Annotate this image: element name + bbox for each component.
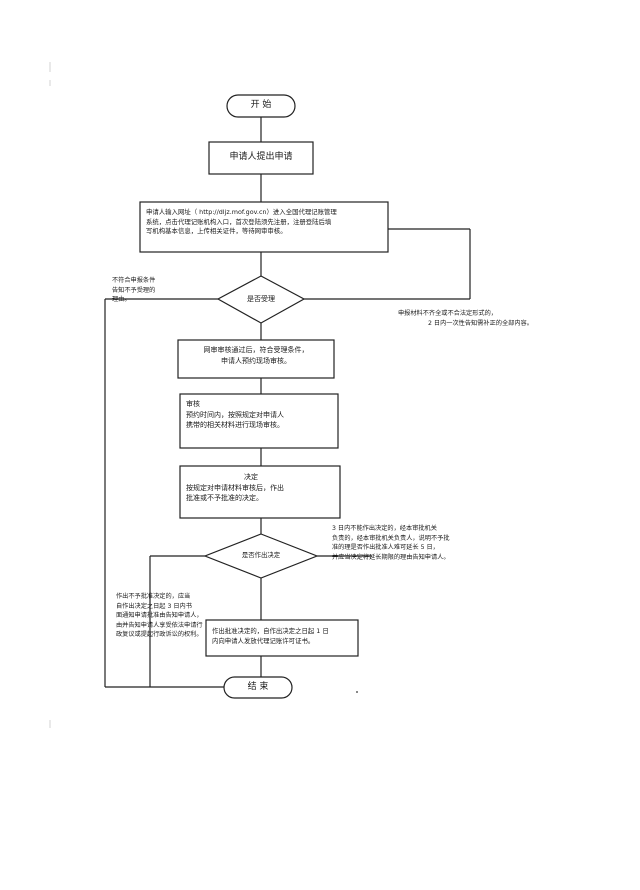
note-incomplete-line: 2 日内一次性告知需补正的全部内容。	[428, 319, 533, 327]
made-decision-node: 是否作出决定	[221, 551, 301, 561]
note-not-approved-line: 作出不予批准决定的，应当	[116, 593, 191, 600]
online-passed-line: 申请人预约现场审核。	[221, 356, 291, 365]
approved-node: 作出批准决定的，自作出决定之日起 1 日 内向申请人发放代理记账许可证书。	[212, 627, 358, 646]
review-line: 携带的相关材料进行现场审核。	[186, 421, 284, 429]
note-not-approved-line: 自作出决定之日起 3 日内书	[116, 602, 192, 610]
note-incomplete-line: 申报材料不齐全或不合法定形式的，	[398, 310, 497, 317]
note-reject-line: 告知不予受理的	[112, 286, 156, 294]
end-label: 结 束	[247, 682, 269, 692]
note-extension-line: 并应当决定将延长期限的理由告知申请人。	[332, 553, 450, 561]
note-incomplete: 申报材料不齐全或不合法定形式的， 2 日内一次性告知需补正的全部内容。	[398, 309, 568, 328]
review-node: 审核 预约时间内，按照规定对申请人 携带的相关材料进行现场审核。	[186, 399, 336, 431]
approved-node-shape	[205, 619, 359, 657]
approved-line: 作出批准决定的，自作出决定之日起 1 日	[212, 627, 329, 635]
review-line: 预约时间内，按照规定对申请人	[186, 410, 284, 419]
start-label: 开 始	[250, 100, 272, 110]
submit-node: 申请人提出申请	[209, 151, 313, 165]
online-input-line: 写机构基本信息，上传相关证件，等待网审审核。	[146, 227, 287, 236]
online-passed-line: 网审审核通过后，符合受理条件，	[203, 346, 309, 354]
note-reject-line: 理由。	[112, 296, 131, 304]
note-reject: 不符合申报条件 告知不予受理的 理由。	[112, 276, 192, 305]
accept-decision-label: 是否受理	[247, 295, 275, 303]
end-node-shape	[223, 676, 293, 699]
online-input-node-shape	[139, 201, 389, 253]
note-extension-line: 负责的，经本审批机关负责人，说明不予批	[332, 534, 450, 542]
online-input-node: 申请人输入网址（ http://dljz.mof.gov.cn）进入全国代理记账…	[146, 208, 386, 237]
submit-label: 申请人提出申请	[229, 152, 293, 162]
note-extension: 3 日内不能作出决定的，经本审批机关 负责的，经本审批机关负责人，说明不予批 准…	[332, 524, 482, 562]
online-passed-node-shape	[177, 339, 335, 379]
end-node: 结 束	[224, 681, 292, 695]
start-node: 开 始	[227, 99, 295, 113]
note-not-approved-line: 由并告知申请人享受依法申请行	[116, 621, 203, 629]
note-reject-line: 不符合申报条件	[112, 277, 156, 284]
decide-line: 按规定对申请材料审核后，作出	[186, 483, 284, 492]
note-not-approved-line: 面通知申请批准由告知申请人，	[116, 612, 203, 620]
scan-dot	[356, 691, 358, 693]
online-input-line: 系统，点击代理记账机构入口，首次登陆须先注册，注册登陆后填	[146, 217, 332, 226]
review-node-shape	[179, 393, 339, 449]
note-extension-line: 准的理是否作出批准人难可延长 5 日，	[332, 544, 439, 552]
online-input-line: 申请人输入网址（ http://dljz.mof.gov.cn）进入全国代理记账…	[146, 208, 337, 216]
decide-line: 批准或不予批准的决定。	[186, 494, 263, 502]
online-passed-node: 网审审核通过后，符合受理条件， 申请人预约现场审核。	[178, 345, 334, 366]
note-not-approved-line: 政复议或提起行政诉讼的权利。	[116, 631, 203, 639]
decide-heading: 决定	[244, 473, 258, 481]
decide-node: 决定 按规定对申请材料审核后，作出 批准或不予批准的决定。	[186, 472, 338, 504]
note-extension-line: 3 日内不能作出决定的，经本审批机关	[332, 525, 437, 532]
approved-line: 内向申请人发放代理记账许可证书。	[212, 636, 315, 645]
made-decision-label: 是否作出决定	[241, 551, 281, 559]
decide-node-shape	[179, 465, 341, 519]
accept-decision-node: 是否受理	[225, 294, 297, 305]
note-not-approved: 作出不予批准决定的，应当 自作出决定之日起 3 日内书 面通知申请批准由告知申请…	[116, 592, 216, 640]
review-heading: 审核	[186, 400, 200, 408]
